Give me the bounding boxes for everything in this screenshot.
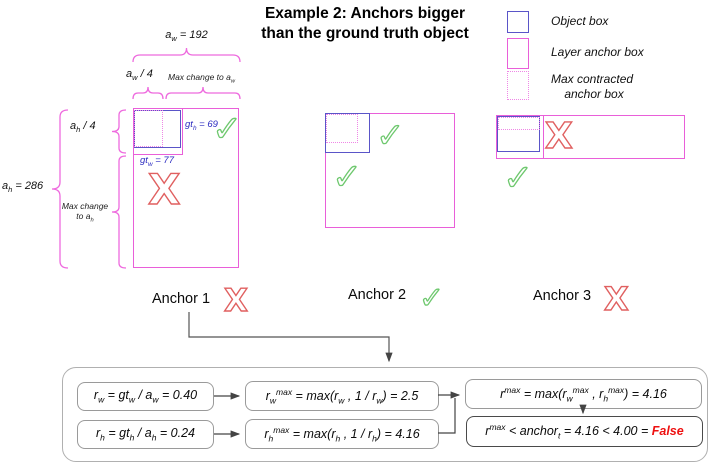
anchor2-max-contracted-box [326, 114, 358, 143]
anchor1-layer-anchor-box [133, 108, 239, 268]
formula-rw-box: rw = gtw / aw = 0.40 [77, 382, 214, 411]
formula-flow-arrows [214, 391, 587, 438]
aw-max-change-label: Max change to aw [168, 72, 236, 85]
gt-height-label: gth = 69 [185, 119, 218, 132]
aw-brace [132, 47, 241, 100]
anchor2-object-box [325, 113, 370, 153]
legend-object-box-label: Object box [551, 14, 609, 28]
anchor3-row-x-icon: X [603, 279, 629, 318]
formula-rw: rw = gtw / aw = 0.40 [93, 388, 198, 405]
anchor3-inner-pink-box [496, 115, 544, 159]
svg-text:X: X [148, 165, 180, 214]
svg-text:✓: ✓ [419, 281, 444, 316]
anchor3-fail-x-icon: X [544, 115, 573, 157]
anchor2-pass-check-icon: ✓ [375, 115, 405, 156]
aw-dimension-label: aw = 192 [165, 29, 208, 44]
ah-brace [51, 109, 127, 269]
anchor2-pass-check2-icon: ✓ [331, 156, 362, 198]
anchor1-to-formulas-connector [188, 312, 393, 363]
formula-decision: rmax < anchort = 4.16 < 4.00 = False [485, 422, 684, 441]
svg-text:✓: ✓ [503, 158, 533, 199]
svg-text:✓: ✓ [376, 116, 405, 156]
svg-text:✓: ✓ [212, 109, 242, 150]
legend-layer-anchor-box-label: Layer anchor box [551, 45, 644, 59]
anchor1-label: Anchor 1 [152, 291, 211, 307]
svg-text:X: X [224, 283, 248, 319]
formula-decision-box: rmax < anchort = 4.16 < 4.00 = False [466, 416, 703, 447]
anchor3-label: Anchor 3 [533, 288, 592, 304]
anchor1-fail-x-icon: X [147, 164, 181, 214]
anchor1-pass-check-icon: ✓ [211, 108, 242, 150]
gt-width-label: gtw = 77 [140, 155, 175, 168]
anchor1-max-contracted-box [134, 110, 163, 147]
anchor2-row-check-icon: ✓ [418, 280, 444, 316]
max-contracted-swatch-icon [507, 71, 529, 100]
ah-dimension-label: ah = 286 [2, 180, 44, 195]
formula-rh: rh = gth / ah = 0.24 [96, 426, 195, 443]
anchor2-layer-anchor-box [325, 113, 455, 228]
layer-anchor-box-swatch-icon [507, 38, 529, 69]
object-box-swatch-icon [507, 11, 529, 33]
svg-text:X: X [604, 280, 629, 318]
legend-max-contracted-label: Max contracted anchor box [551, 72, 634, 101]
svg-text:X: X [545, 116, 573, 157]
anchor3-pass-check-icon: ✓ [502, 157, 533, 199]
formula-rh-box: rh = gth / ah = 0.24 [77, 420, 214, 449]
formula-rh-max-box: rhmax = max(rh , 1 / rh) = 4.16 [245, 419, 439, 449]
aw-quarter-label: aw / 4 [126, 68, 153, 83]
page-title: Example 2: Anchors bigger than the groun… [261, 5, 469, 43]
anchor1-inner-pink-box [133, 108, 183, 155]
anchor1-row-x-icon: X [223, 282, 248, 319]
formula-rw-max-box: rwmax = max(rw , 1 / rw) = 2.5 [245, 381, 439, 411]
svg-text:✓: ✓ [332, 157, 362, 198]
anchor3-max-contracted-box [498, 117, 540, 130]
anchor3-object-box [497, 116, 540, 152]
anchor2-label: Anchor 2 [348, 287, 407, 303]
formula-r-max-box: rmax = max(rwmax , rhmax) = 4.16 [465, 379, 702, 409]
ah-quarter-label: ah / 4 [70, 120, 96, 135]
formula-r-max: rmax = max(rwmax , rhmax) = 4.16 [500, 384, 667, 404]
formula-rw-max: rwmax = max(rw , 1 / rw) = 2.5 [265, 386, 419, 406]
formula-rh-max: rhmax = max(rh , 1 / rh) = 4.16 [264, 424, 420, 444]
